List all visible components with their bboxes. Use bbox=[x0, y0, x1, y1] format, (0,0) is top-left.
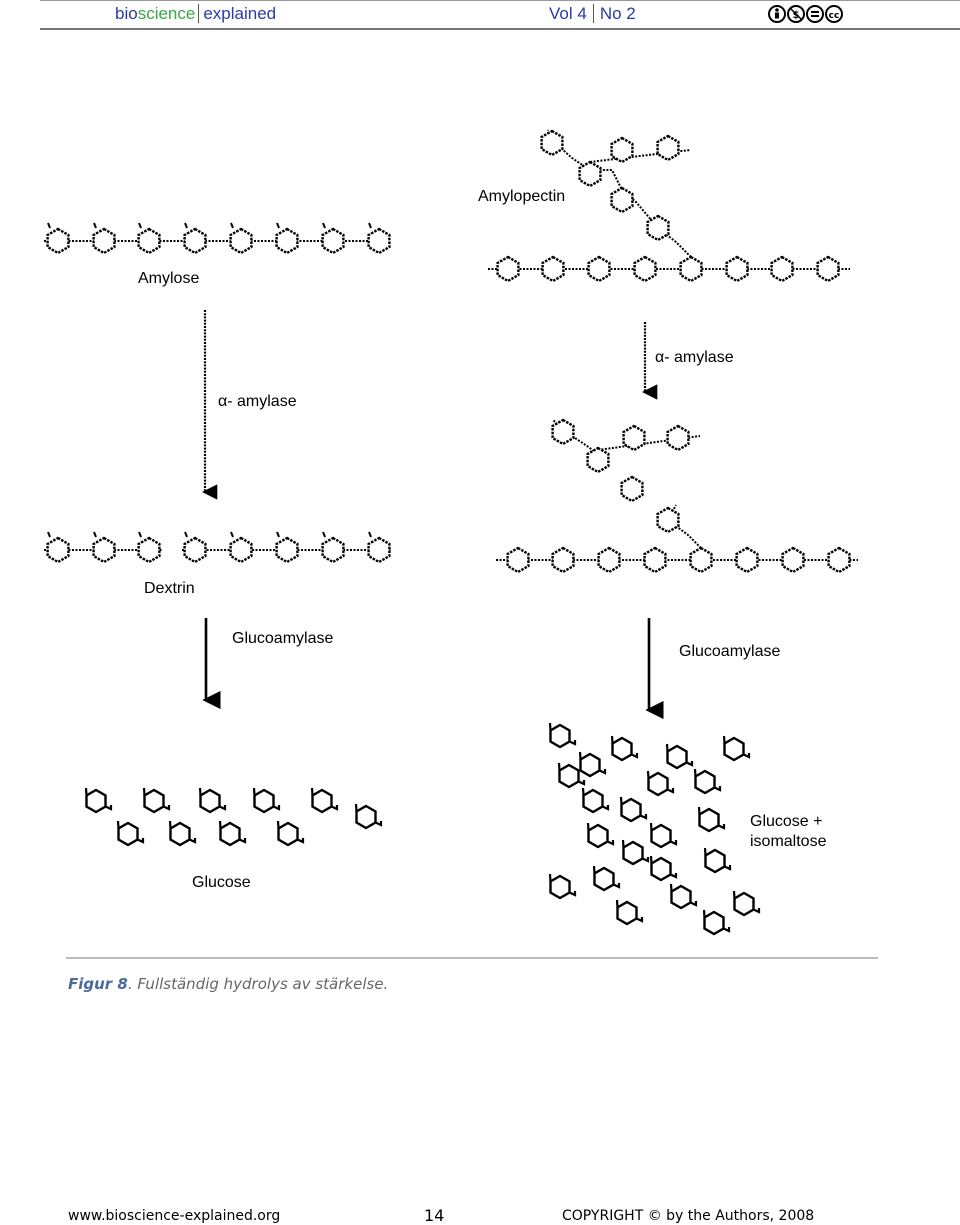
glucose-molecules bbox=[84, 786, 383, 847]
cc-icon: cc bbox=[825, 5, 843, 23]
alpha-amylase-left-label: α- amylase bbox=[218, 393, 297, 410]
caption-text: . Fullständig hydrolys av stärkelse. bbox=[127, 975, 389, 993]
brand-bio: bio bbox=[115, 4, 138, 23]
brand-explained: explained bbox=[198, 4, 277, 23]
svg-text:$: $ bbox=[793, 10, 800, 21]
amylopectin-label: Amylopectin bbox=[478, 188, 565, 205]
dextrin-label: Dextrin bbox=[144, 580, 195, 597]
glucose-isomaltose-molecules bbox=[548, 721, 761, 936]
issue-label: No 2 bbox=[599, 4, 636, 23]
branched-dextrin bbox=[496, 418, 858, 574]
footer-url[interactable]: www.bioscience-explained.org bbox=[68, 1208, 281, 1224]
brand-science: science bbox=[137, 4, 196, 23]
figure-label: Figur 8 bbox=[68, 975, 128, 993]
amylose-chain bbox=[44, 222, 391, 255]
cc-nd-icon bbox=[806, 5, 824, 23]
svg-text:cc: cc bbox=[829, 11, 840, 21]
glucose-label: Glucose bbox=[192, 874, 251, 891]
dextrin-chains bbox=[44, 531, 392, 564]
amylose-label: Amylose bbox=[138, 270, 199, 287]
alpha-amylase-right-label: α- amylase bbox=[655, 349, 734, 366]
figure-caption: Figur 8. Fullständig hydrolys av stärkel… bbox=[68, 975, 388, 993]
volume-label: Vol 4 bbox=[549, 4, 594, 23]
cc-nc-icon: $ bbox=[787, 5, 805, 23]
header-top-rule bbox=[40, 0, 960, 1]
glucose-isomaltose-label-line1: Glucose + bbox=[750, 813, 822, 830]
glucoamylase-left-label: Glucoamylase bbox=[232, 630, 333, 647]
issue-info: Vol 4 No 2 bbox=[549, 4, 636, 24]
footer-copyright: COPYRIGHT © by the Authors, 2008 bbox=[562, 1208, 815, 1224]
header-rule bbox=[40, 28, 960, 30]
cc-by-icon bbox=[768, 5, 786, 23]
license-icons: $ cc bbox=[768, 5, 843, 23]
glucose-isomaltose-label-line2: isomaltose bbox=[750, 833, 827, 850]
page-number: 14 bbox=[424, 1206, 445, 1225]
amylopectin-molecule bbox=[488, 129, 850, 283]
starch-hydrolysis-diagram: Amylose Amylopectin α- amylase α- amylas… bbox=[44, 129, 858, 936]
caption-rule bbox=[66, 957, 878, 959]
glucoamylase-right-label: Glucoamylase bbox=[679, 643, 780, 660]
